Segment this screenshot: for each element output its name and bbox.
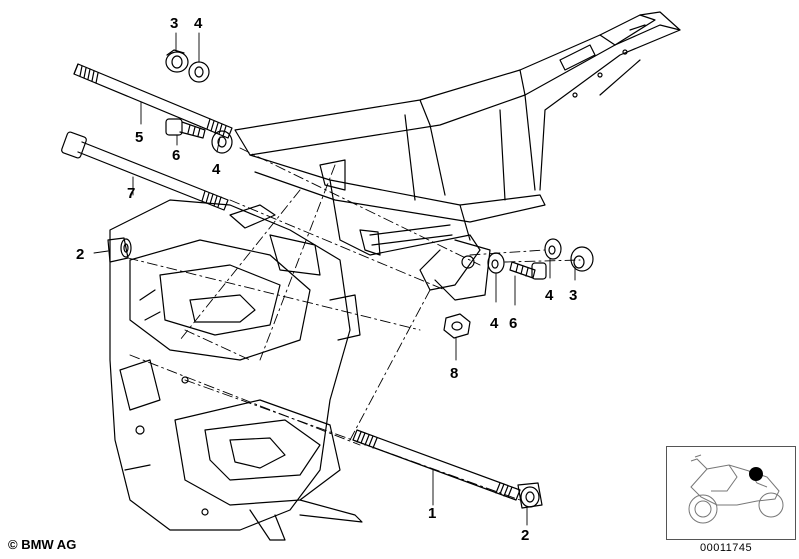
callout-6-right: 6 (509, 315, 517, 332)
callout-5: 5 (135, 129, 143, 146)
part-5-stud (73, 63, 233, 139)
part-4-washer-right-b (544, 238, 562, 260)
callout-4-top: 4 (194, 15, 203, 32)
callout-2-left: 2 (76, 246, 84, 263)
part-1-stud (352, 429, 521, 501)
part-4-washer-top (188, 61, 210, 83)
part-4-washer-mid (211, 130, 233, 154)
part-4-washer-right-a (487, 252, 505, 274)
part-2-sleeve-left (107, 237, 132, 263)
motorcycle-thumbnail (666, 446, 796, 540)
callout-4-mid: 4 (212, 161, 221, 178)
callout-3-right: 3 (569, 287, 577, 304)
part-6-bolt-upper (165, 118, 206, 139)
location-marker (749, 467, 763, 481)
callout-8: 8 (450, 365, 458, 382)
part-8-nut (443, 313, 471, 339)
frame (234, 11, 681, 301)
part-3-nut-top (165, 49, 189, 73)
callout-4-right-b: 4 (545, 287, 554, 304)
copyright-text: © BMW AG (8, 537, 77, 552)
motorcycle-icon (688, 454, 784, 524)
engine (109, 199, 363, 541)
callout-labels: 3 4 5 6 4 7 2 4 6 4 3 8 1 2 (76, 15, 577, 544)
callout-4-right-a: 4 (490, 315, 499, 332)
part-3-nut-right (570, 246, 594, 272)
callout-3-top: 3 (170, 15, 178, 32)
callout-7: 7 (127, 185, 135, 202)
part-6-bolt-right (509, 261, 547, 280)
callout-2-bottom: 2 (521, 527, 529, 544)
part-7-bolt (61, 131, 229, 211)
document-number: 00011745 (700, 542, 753, 554)
part-2-sleeve-bottom (517, 482, 543, 509)
alignment-lines (127, 147, 581, 501)
callout-1: 1 (428, 505, 436, 522)
leader-lines (93, 32, 576, 526)
callout-6-top: 6 (172, 147, 180, 164)
